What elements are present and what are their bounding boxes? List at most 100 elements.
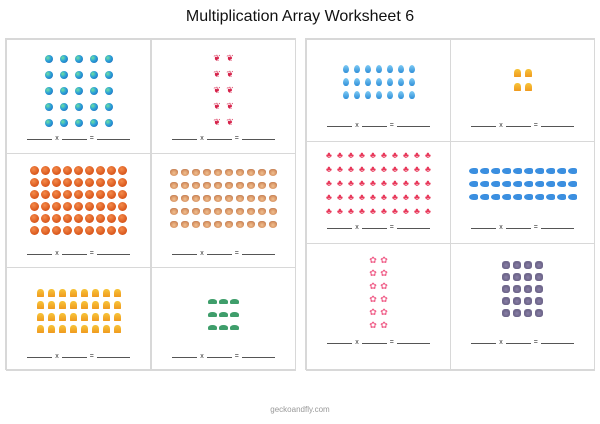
product-answer-blank[interactable]	[540, 227, 574, 229]
cherry-blossom-icon: ✿	[369, 268, 377, 278]
cols-answer-blank[interactable]	[206, 356, 232, 358]
rows-answer-blank[interactable]	[172, 138, 198, 140]
cols-answer-blank[interactable]	[361, 342, 387, 344]
rows-answer-blank[interactable]	[27, 253, 53, 255]
basketball-icon	[118, 214, 127, 223]
ribbon-icon: ❦	[226, 69, 234, 79]
basketball-icon	[85, 226, 94, 235]
bell-icon	[47, 288, 56, 297]
basketball-icon	[52, 226, 61, 235]
koala-icon	[513, 284, 522, 293]
cols-answer-blank[interactable]	[61, 356, 87, 358]
rows-answer-blank[interactable]	[172, 253, 198, 255]
equals-sign: =	[389, 339, 394, 346]
dog-face-icon	[247, 168, 256, 177]
dog-face-icon	[258, 181, 267, 190]
basketball-icon	[85, 190, 94, 199]
product-answer-blank[interactable]	[396, 125, 430, 127]
product-answer-blank[interactable]	[241, 356, 275, 358]
product-answer-blank[interactable]	[540, 342, 574, 344]
rows-answer-blank[interactable]	[327, 227, 353, 229]
array-problem: x=	[450, 39, 595, 142]
times-sign: x	[55, 135, 59, 142]
rows-answer-blank[interactable]	[471, 227, 497, 229]
cols-answer-blank[interactable]	[505, 125, 531, 127]
times-sign: x	[200, 250, 204, 257]
basketball-icon	[41, 166, 50, 175]
product-answer-blank[interactable]	[96, 356, 130, 358]
cols-answer-blank[interactable]	[206, 253, 232, 255]
object-array	[451, 68, 594, 91]
product-answer-blank[interactable]	[396, 342, 430, 344]
dog-face-icon	[236, 168, 245, 177]
cherry-blossom-icon: ✿	[380, 268, 388, 278]
dog-face-icon	[236, 181, 245, 190]
basketball-icon	[52, 178, 61, 187]
dog-face-icon	[236, 220, 245, 229]
dog-face-icon	[269, 181, 278, 190]
rows-answer-blank[interactable]	[327, 342, 353, 344]
product-answer-blank[interactable]	[241, 253, 275, 255]
cols-answer-blank[interactable]	[505, 342, 531, 344]
fish-icon	[534, 179, 544, 188]
bell-icon	[524, 82, 533, 91]
cols-answer-blank[interactable]	[206, 138, 232, 140]
fish-icon	[545, 192, 555, 201]
fish-icon	[468, 192, 478, 201]
basketball-icon	[107, 178, 116, 187]
rows-answer-blank[interactable]	[327, 125, 353, 127]
mushroom-icon: ♣	[392, 150, 398, 160]
times-sign: x	[499, 339, 503, 346]
basketball-icon	[107, 190, 116, 199]
rows-answer-blank[interactable]	[172, 356, 198, 358]
fish-icon	[468, 179, 478, 188]
bell-icon	[47, 324, 56, 333]
bell-icon	[91, 324, 100, 333]
product-answer-blank[interactable]	[241, 138, 275, 140]
cols-answer-blank[interactable]	[505, 227, 531, 229]
fish-icon	[490, 192, 500, 201]
bell-icon	[102, 288, 111, 297]
droplet-icon	[341, 77, 350, 86]
rows-answer-blank[interactable]	[471, 342, 497, 344]
cherry-blossom-icon: ✿	[380, 320, 388, 330]
bell-icon	[36, 300, 45, 309]
turtle-icon	[219, 310, 228, 319]
dog-face-icon	[181, 168, 190, 177]
fish-icon	[490, 166, 500, 175]
ribbon-icon: ❦	[213, 85, 221, 95]
product-answer-blank[interactable]	[96, 138, 130, 140]
array-problem: x=	[450, 141, 595, 244]
cols-answer-blank[interactable]	[361, 125, 387, 127]
cols-answer-blank[interactable]	[361, 227, 387, 229]
equation-line: x=	[152, 135, 295, 142]
dog-face-icon	[203, 168, 212, 177]
worksheet-title: Multiplication Array Worksheet 6	[185, 8, 415, 25]
cols-answer-blank[interactable]	[61, 253, 87, 255]
product-answer-blank[interactable]	[540, 125, 574, 127]
cols-answer-blank[interactable]	[61, 138, 87, 140]
globe-icon	[104, 86, 113, 95]
mushroom-icon: ♣	[348, 206, 354, 216]
times-sign: x	[499, 224, 503, 231]
dog-face-icon	[258, 207, 267, 216]
droplet-icon	[341, 90, 350, 99]
rows-answer-blank[interactable]	[471, 125, 497, 127]
mushroom-icon: ♣	[359, 178, 365, 188]
rows-answer-blank[interactable]	[27, 138, 53, 140]
equals-sign: =	[89, 353, 94, 360]
object-array	[7, 54, 150, 127]
droplet-icon	[385, 77, 394, 86]
rows-answer-blank[interactable]	[27, 356, 53, 358]
koala-icon	[513, 308, 522, 317]
fish-icon	[479, 179, 489, 188]
product-answer-blank[interactable]	[96, 253, 130, 255]
dog-face-icon	[225, 168, 234, 177]
product-answer-blank[interactable]	[396, 227, 430, 229]
object-array: ❦❦❦❦❦❦❦❦❦❦	[152, 54, 295, 127]
mushroom-icon: ♣	[370, 178, 376, 188]
bell-icon	[102, 324, 111, 333]
basketball-icon	[74, 202, 83, 211]
mushroom-icon: ♣	[425, 206, 431, 216]
bell-icon	[36, 312, 45, 321]
